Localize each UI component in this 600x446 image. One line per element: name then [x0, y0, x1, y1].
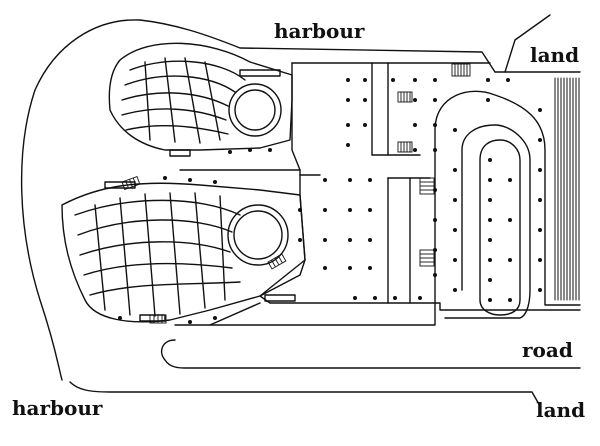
land-label-top: land	[530, 43, 580, 67]
road-inner	[160, 339, 581, 369]
column-dots	[118, 78, 542, 324]
foyer-corridors	[179, 62, 431, 304]
road-hairpin	[479, 139, 521, 316]
upper-auditorium	[108, 42, 293, 157]
stair-symbols	[121, 63, 471, 324]
harbour-boundary-outer	[20, 19, 496, 381]
harbour-label-bottom: harbour	[12, 396, 103, 420]
lower-auditorium	[61, 181, 306, 323]
road-inner-loop	[444, 124, 531, 319]
road-label: road	[522, 338, 573, 362]
land-label-bottom: land	[536, 398, 586, 422]
platform-outline	[259, 62, 581, 311]
harbour-label-top: harbour	[274, 19, 365, 43]
parking-stripes	[554, 77, 580, 301]
road-outer	[174, 90, 581, 326]
harbour-boundary-inner	[69, 381, 541, 407]
land-edge-top	[504, 14, 551, 73]
